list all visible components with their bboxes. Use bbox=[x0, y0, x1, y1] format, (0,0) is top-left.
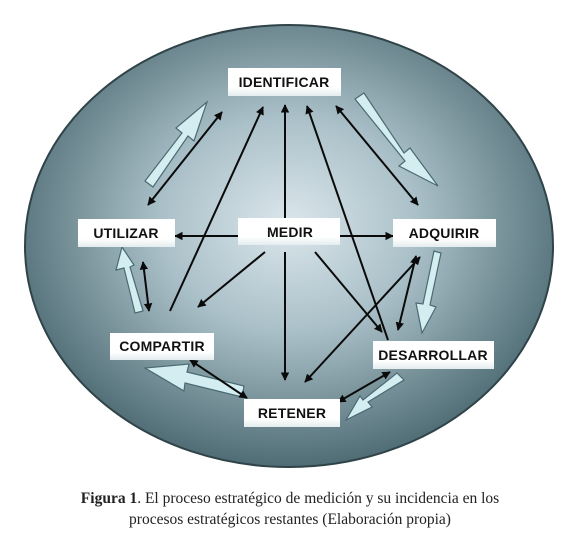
node-boxes bbox=[78, 68, 496, 427]
box-retener bbox=[244, 399, 340, 427]
node-adquirir: ADQUIRIR bbox=[409, 225, 480, 241]
figure-caption: Figura 1. El proceso estratégico de medi… bbox=[0, 488, 580, 530]
node-utilizar: UTILIZAR bbox=[93, 225, 158, 241]
arrow-compartir-identificar bbox=[169, 106, 264, 312]
box-desarrollar bbox=[373, 341, 494, 369]
arrow-identificar-utilizar bbox=[147, 111, 223, 206]
box-utilizar bbox=[78, 219, 175, 247]
arrow-compartir-retener bbox=[189, 359, 248, 399]
box-adquirir bbox=[393, 219, 496, 247]
node-identificar: IDENTIFICAR bbox=[239, 74, 330, 90]
arrow-medir-compartir bbox=[197, 251, 266, 308]
arrow-identificar-adquirir bbox=[335, 105, 419, 206]
box-medir bbox=[238, 218, 340, 245]
line-arrows bbox=[139, 104, 421, 403]
node-retener: RETENER bbox=[258, 405, 326, 421]
arrow-utilizar-compartir bbox=[139, 261, 153, 312]
arrow-retener-desarrollar bbox=[337, 371, 391, 403]
process-diagram: IDENTIFICAR UTILIZAR MEDIR ADQUIRIR COMP… bbox=[24, 24, 554, 468]
caption-text-line1: . El proceso estratégico de medición y s… bbox=[137, 490, 500, 507]
caption-line-2: procesos estratégicos restantes (Elabora… bbox=[129, 511, 451, 528]
caption-figure-label: Figura 1 bbox=[80, 490, 138, 507]
box-compartir bbox=[110, 333, 214, 360]
node-desarrollar: DESARROLLAR bbox=[378, 347, 488, 363]
arrow-adquirir-desarrollar bbox=[395, 255, 419, 331]
node-compartir: COMPARTIR bbox=[119, 338, 205, 354]
node-medir: MEDIR bbox=[267, 224, 313, 240]
box-identificar bbox=[228, 68, 341, 96]
node-labels: IDENTIFICAR UTILIZAR MEDIR ADQUIRIR COMP… bbox=[93, 74, 487, 421]
caption-line-1: Figura 1. El proceso estratégico de medi… bbox=[0, 488, 580, 509]
